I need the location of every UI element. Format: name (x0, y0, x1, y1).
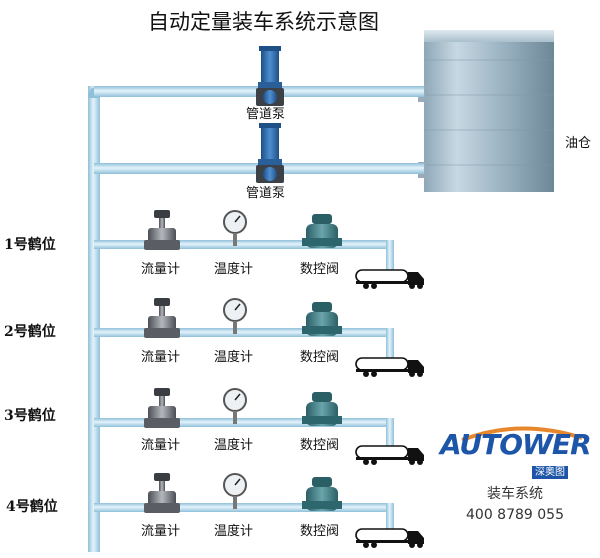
station-label: 3号鹤位 (4, 408, 56, 424)
main-vertical-pipe (88, 86, 100, 552)
branch-pipe (94, 503, 394, 512)
brand-block: AUTOWER 深奥图 装车系统 400 8789 055 (440, 428, 592, 524)
flowmeter-icon (144, 298, 180, 338)
flowmeter-label: 流量计 (141, 438, 181, 453)
tanker-truck-icon (355, 528, 424, 548)
flowmeter-label: 流量计 (141, 524, 181, 539)
branch-pipe (94, 418, 394, 427)
branch-pipe (94, 328, 394, 337)
station-4 (94, 473, 424, 548)
station-label: 2号鹤位 (4, 324, 56, 340)
flowmeter-label: 流量计 (141, 262, 181, 277)
pump-label: 管道泵 (246, 107, 286, 122)
oil-tank-label: 油仓 (565, 136, 592, 151)
station-2 (94, 298, 424, 377)
oil-tank (418, 30, 554, 192)
thermometer-icon (223, 473, 247, 509)
thermometer-label: 温度计 (214, 350, 254, 365)
thermometer-icon (223, 388, 247, 424)
brand-logo: AUTOWER (440, 428, 592, 461)
pump-2 (256, 123, 284, 183)
tanker-truck-icon (355, 357, 424, 377)
flowmeter-icon (144, 388, 180, 428)
brand-subtitle: 深奥图 (532, 466, 568, 479)
control-valve-icon (302, 392, 342, 426)
thermometer-label: 温度计 (214, 262, 254, 277)
station-label: 4号鹤位 (6, 499, 58, 515)
station-1 (94, 210, 424, 289)
thermometer-label: 温度计 (214, 438, 254, 453)
diagram-title: 自动定量装车系统示意图 (148, 10, 379, 34)
tanker-truck-icon (355, 269, 424, 289)
valve-label: 数控阀 (300, 524, 340, 539)
brand-product-name: 装车系统 (487, 486, 543, 502)
station-label: 1号鹤位 (4, 237, 56, 253)
control-valve-icon (302, 302, 342, 336)
pump-label: 管道泵 (246, 186, 286, 201)
branch-pipe (94, 240, 394, 249)
station-3 (94, 388, 424, 465)
thermometer-icon (223, 298, 247, 334)
brand-phone: 400 8789 055 (466, 507, 564, 523)
valve-label: 数控阀 (300, 350, 340, 365)
flowmeter-label: 流量计 (141, 350, 181, 365)
control-valve-icon (302, 214, 342, 248)
thermometer-label: 温度计 (214, 524, 254, 539)
flowmeter-icon (144, 473, 180, 513)
thermometer-icon (223, 210, 247, 246)
tanker-truck-icon (355, 445, 424, 465)
control-valve-icon (302, 477, 342, 511)
pump-1 (256, 46, 284, 106)
brand-swoosh-icon (461, 426, 583, 442)
valve-label: 数控阀 (300, 438, 340, 453)
flowmeter-icon (144, 210, 180, 250)
valve-label: 数控阀 (300, 262, 340, 277)
